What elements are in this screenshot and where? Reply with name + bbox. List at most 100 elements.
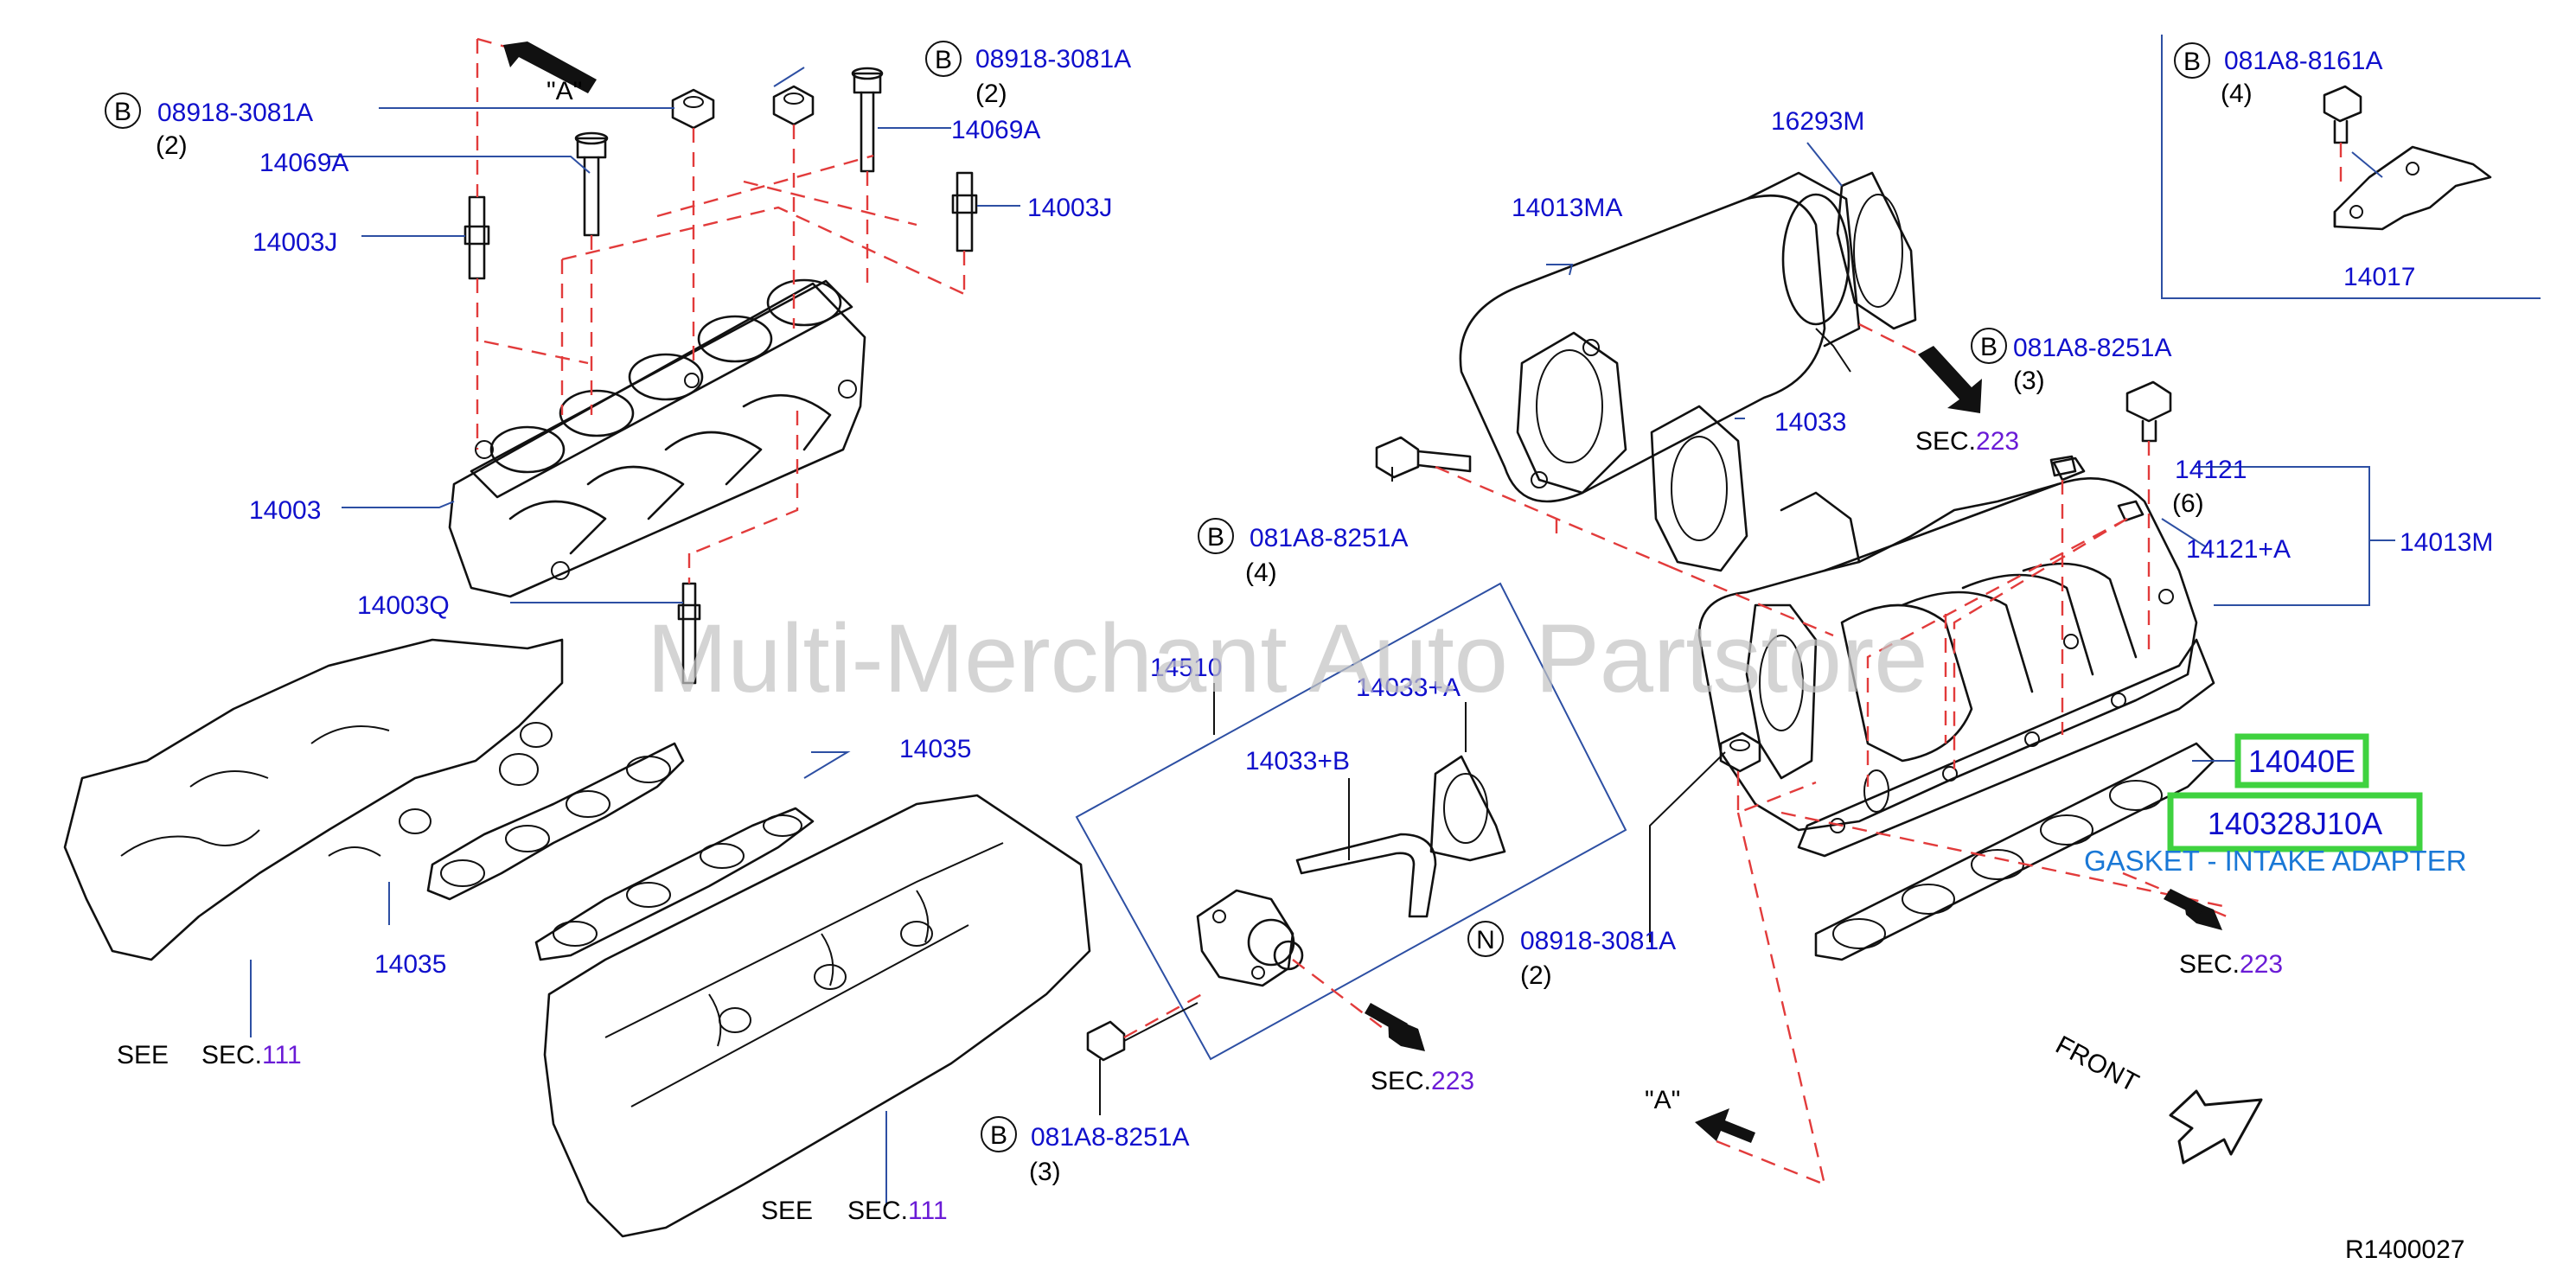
svg-text:B: B <box>1207 523 1224 552</box>
label-14040e[interactable]: 14040E <box>2248 744 2355 779</box>
label-08918-3081a-left: 08918-3081A <box>157 99 313 127</box>
svg-text:N: N <box>1476 926 1495 954</box>
label-14069a-right: 14069A <box>951 116 1040 144</box>
sec-prefix: SEC. <box>201 1041 262 1069</box>
right-assembly-lines <box>1435 322 2232 1186</box>
sec-number: 111 <box>262 1041 302 1069</box>
label-front: FRONT <box>2051 1031 2144 1098</box>
cylinder-head-right <box>543 794 1091 1238</box>
qty-081a8-8251a-top: (3) <box>2013 367 2045 395</box>
gasket-14035-left <box>426 742 685 901</box>
sec-prefix: SEC. <box>847 1197 908 1225</box>
sec-number: 111 <box>908 1197 948 1225</box>
gasket-description: GASKET - INTAKE ADAPTER <box>2084 845 2467 877</box>
label-081a8-8251a-bottom: 081A8-8251A <box>1031 1123 1190 1152</box>
heat-shield-14017 <box>2333 145 2492 231</box>
see-sec111-right: SEC.111 <box>847 1197 948 1225</box>
view-a-arrow-bottom <box>1695 1108 1755 1143</box>
qty-081a8-8251a-mid: (4) <box>1245 559 1277 587</box>
watermark: Multi-Merchant Auto Partstore <box>647 604 1927 712</box>
label-14003j-left: 14003J <box>252 228 337 257</box>
stud-14003q <box>677 582 701 685</box>
label-081a8-8251a-mid: 081A8-8251A <box>1250 524 1409 552</box>
bolt-081a8-8251a-mid <box>1375 436 1472 479</box>
svg-text:B: B <box>990 1121 1007 1150</box>
label-14003j-right: 14003J <box>1027 194 1112 222</box>
intake-adapter-14013ma <box>1459 171 1861 503</box>
iac-valve-14510 <box>1196 889 1304 987</box>
stud-14003j-left <box>463 195 490 280</box>
inset-box-14017 <box>2161 35 2541 299</box>
nut-08918-left-1 <box>671 88 715 130</box>
svg-text:B: B <box>935 46 952 74</box>
gasket-14035-right <box>534 807 815 961</box>
lower-intake-manifold <box>448 278 866 598</box>
circle-b-8251a-top: B <box>1971 328 2007 364</box>
bolt-081a8-8161a <box>2323 85 2362 182</box>
sec-prefix: SEC. <box>2179 950 2240 979</box>
circle-b-8251a-mid: B <box>1198 518 1234 554</box>
highlight-box-140328j10a <box>2167 792 2423 852</box>
label-14035-top: 14035 <box>899 735 971 763</box>
nut-14121 <box>2049 455 2077 477</box>
label-14121a: 14121+A <box>2186 535 2291 564</box>
label-08918-3081a-n: 08918-3081A <box>1520 927 1676 955</box>
label-14003q: 14003Q <box>357 591 450 620</box>
qty-081a8-8161a: (4) <box>2221 80 2253 108</box>
see-sec111-right-see: SEE <box>761 1197 813 1225</box>
sec223-arrow-right <box>2164 889 2222 930</box>
bolt-081a8-8251a-top <box>2125 380 2172 443</box>
qty-081a8-8251a-bottom: (3) <box>1029 1158 1061 1186</box>
gasket-16293m <box>1836 171 1917 330</box>
label-14510: 14510 <box>1150 654 1222 682</box>
view-a-arrow-top <box>503 41 597 93</box>
label-14033b: 14033+B <box>1245 747 1350 776</box>
leader-lines <box>250 67 2395 1206</box>
label-view-a-top: "A" <box>547 77 582 105</box>
label-14033a: 14033+A <box>1356 673 1461 702</box>
qty-08918-left: (2) <box>156 131 188 160</box>
sec223-arrow-mid <box>1365 1003 1425 1051</box>
see-sec111-left: SEC.111 <box>201 1041 302 1069</box>
sec223-top: SEC.223 <box>1915 427 2019 456</box>
circle-n-08918: N <box>1467 921 1504 957</box>
label-14013ma: 14013MA <box>1512 194 1622 222</box>
label-14033: 14033 <box>1774 408 1846 437</box>
sec-number: 223 <box>1976 427 2019 456</box>
qty-08918-n: (2) <box>1520 961 1552 990</box>
bolt-14069a-left <box>574 131 609 237</box>
sec-number: 223 <box>1431 1067 1474 1095</box>
label-14069a-left: 14069A <box>259 149 348 177</box>
see-sec111-left-see: SEE <box>117 1041 169 1069</box>
iac-valve-group-box <box>1075 582 1627 1061</box>
label-08918-3081a-top: 08918-3081A <box>975 45 1131 73</box>
stud-14003j-right <box>951 171 978 252</box>
nut-08918-left-2 <box>772 85 815 126</box>
gasket-14040e <box>1814 742 2215 961</box>
label-14121: 14121 <box>2175 456 2247 484</box>
label-14003: 14003 <box>249 496 321 525</box>
label-view-a-bottom: "A" <box>1645 1086 1680 1114</box>
svg-text:B: B <box>2183 48 2201 76</box>
sec223-arrow-top <box>1918 346 1982 413</box>
sec-number: 223 <box>2240 950 2283 979</box>
label-081a8-8251a-top: 081A8-8251A <box>2013 334 2172 362</box>
sec-prefix: SEC. <box>1915 427 1976 456</box>
label-140328j10a[interactable]: 140328J10A <box>2208 806 2382 841</box>
circle-b-08918-top: B <box>925 41 962 77</box>
front-arrow <box>2169 1089 2263 1165</box>
qty-08918-top: (2) <box>975 80 1007 108</box>
label-14013m: 14013M <box>2400 528 2493 557</box>
qty-14121: (6) <box>2172 489 2204 518</box>
label-14017: 14017 <box>2343 263 2415 291</box>
nut-08918-n <box>1719 731 1761 773</box>
label-14035-bottom: 14035 <box>374 950 446 979</box>
sec223-mid: SEC.223 <box>1371 1067 1474 1095</box>
label-081a8-8161a: 081A8-8161A <box>2224 47 2383 75</box>
gasket-14033 <box>1650 405 1748 572</box>
bolt-14069a-right <box>851 67 884 173</box>
sec223-right: SEC.223 <box>2179 950 2283 979</box>
iac-assembly-lines <box>1123 959 1402 1043</box>
circle-b-8161a: B <box>2174 42 2210 79</box>
